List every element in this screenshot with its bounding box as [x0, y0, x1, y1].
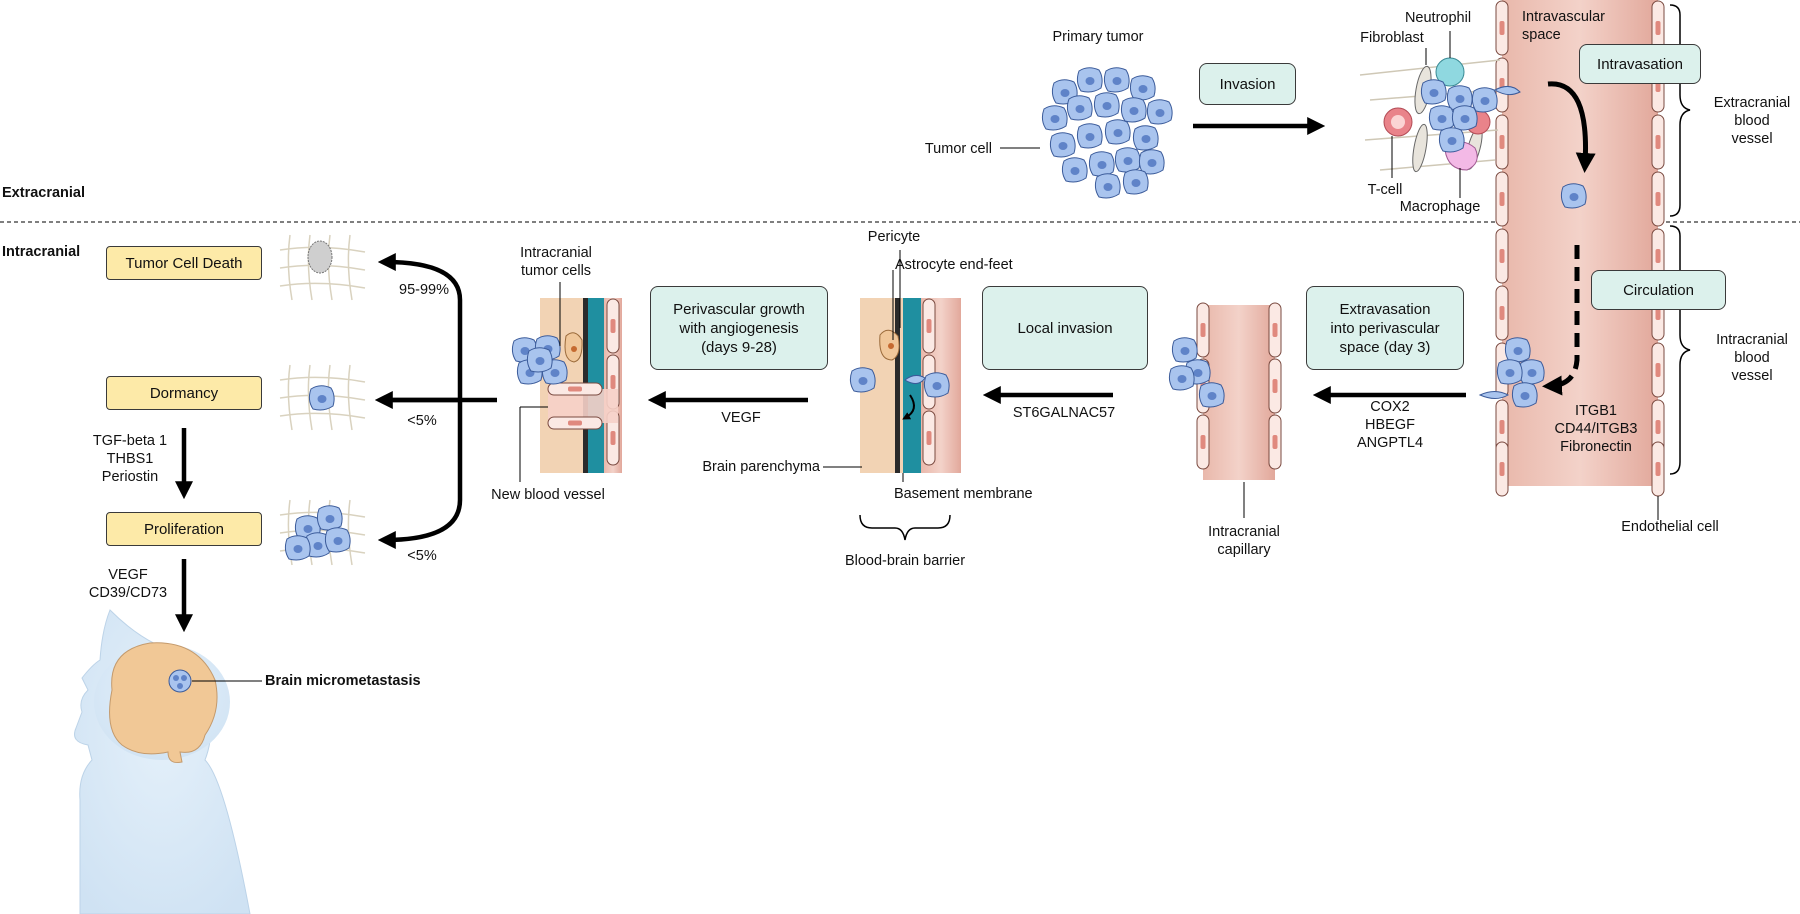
label-intracranial-capillary: Intracranial capillary [1208, 524, 1280, 558]
label-fibroblast: Fibroblast [1360, 30, 1424, 46]
extracranial-region-label: Extracranial [2, 185, 86, 201]
label-macrophage: Macrophage [1399, 199, 1481, 215]
intracranial-capillary [1168, 302, 1282, 480]
percent-dormancy: <5% [407, 413, 437, 429]
molecules-st6galnac: ST6GALNAC57 [1012, 405, 1116, 421]
molecules-vegf: VEGF [721, 410, 761, 426]
tumor-microenvironment [1359, 57, 1521, 173]
percent-death: 95-99% [399, 282, 449, 298]
fate-tumor-cell-death: Tumor Cell Death [106, 246, 262, 280]
label-basement-membrane: Basement membrane [894, 486, 1033, 502]
fate-dormancy: Dormancy [106, 376, 262, 410]
step-perivascular-growth: Perivascular growth with angiogenesis (d… [650, 286, 828, 370]
perivascular-growth-vessel [511, 298, 622, 473]
label-pericyte: Pericyte [867, 229, 921, 245]
label-primary-tumor: Primary tumor [1052, 29, 1144, 45]
label-brain-parenchyma: Brain parenchyma [702, 459, 820, 475]
molecules-dormancy-to-proliferation: TGF-beta 1 THBS1 Periostin [92, 433, 168, 485]
micrometastasis-cluster [168, 669, 192, 693]
vessel-endothelial-left [1495, 0, 1509, 497]
step-local-invasion: Local invasion [982, 286, 1148, 370]
head-silhouette [74, 609, 251, 914]
dormant-cell [308, 385, 335, 411]
label-blood-brain-barrier: Blood-brain barrier [844, 553, 966, 569]
label-intravascular-space: Intravascular space [1522, 9, 1606, 43]
blood-brain-barrier [849, 298, 961, 473]
intracranial-region-label: Intracranial [2, 244, 81, 260]
label-endothelial-cell: Endothelial cell [1621, 519, 1719, 535]
label-tumor-cell: Tumor cell [924, 141, 992, 157]
label-new-blood-vessel: New blood vessel [491, 487, 605, 503]
label-neutrophil: Neutrophil [1404, 10, 1472, 26]
label-intracranial-vessel: Intracranial blood vessel [1716, 332, 1788, 384]
label-astrocyte-end-feet: Astrocyte end-feet [895, 257, 1013, 273]
step-extravasation: Extravasation into perivascular space (d… [1306, 286, 1464, 370]
molecules-cox: COX2 HBEGF ANGPTL4 [1356, 399, 1424, 451]
label-extracranial-vessel: Extracranial blood vessel [1713, 95, 1791, 147]
fate-proliferation: Proliferation [106, 512, 262, 546]
step-circulation: Circulation [1591, 270, 1726, 310]
primary-tumor-cluster [1041, 67, 1173, 199]
label-intracranial-tumor-cells: Intracranial tumor cells [520, 245, 592, 279]
molecules-extravasation: ITGB1 CD44/ITGB3 Fibronectin [1554, 403, 1638, 455]
label-t-cell: T-cell [1367, 182, 1403, 198]
step-intravasation: Intravasation [1579, 44, 1701, 84]
step-invasion: Invasion [1199, 63, 1296, 105]
label-brain-micrometastasis: Brain micrometastasis [265, 673, 421, 689]
molecules-proliferation-to-micrometastasis: VEGF CD39/CD73 [88, 567, 168, 601]
percent-proliferation: <5% [407, 548, 437, 564]
